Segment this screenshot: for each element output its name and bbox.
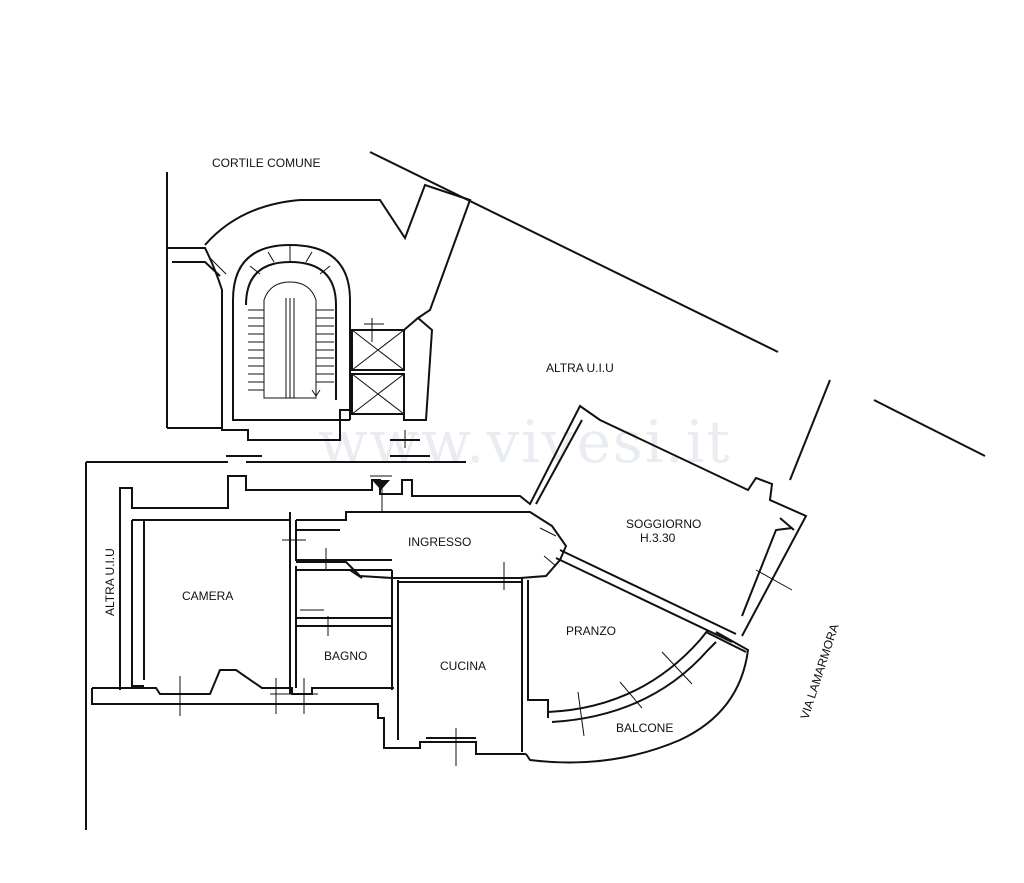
label-altra-uiu-left: ALTRA U.I.U — [103, 548, 117, 616]
label-via-lamarmora: VIA LAMARMORA — [798, 622, 842, 721]
watermark: www.vivesi.it — [318, 408, 732, 476]
label-bagno: BAGNO — [324, 649, 367, 663]
entrance-arrow-icon — [370, 475, 392, 490]
label-soggiorno: SOGGIORNO — [626, 517, 701, 531]
label-cucina: CUCINA — [440, 659, 486, 673]
stair-core — [167, 183, 472, 448]
context-lines — [85, 151, 986, 830]
opening-marks — [160, 482, 793, 766]
label-pranzo: PRANZO — [566, 624, 616, 638]
label-cortile-comune: CORTILE COMUNE — [212, 156, 320, 170]
label-soggiorno-height: H.3.30 — [640, 531, 676, 545]
label-altra-uiu-top: ALTRA U.I.U — [546, 361, 614, 375]
label-ingresso: INGRESSO — [408, 535, 471, 549]
apartment-walls — [91, 404, 808, 764]
label-balcone: BALCONE — [616, 721, 673, 735]
label-camera: CAMERA — [182, 589, 233, 603]
